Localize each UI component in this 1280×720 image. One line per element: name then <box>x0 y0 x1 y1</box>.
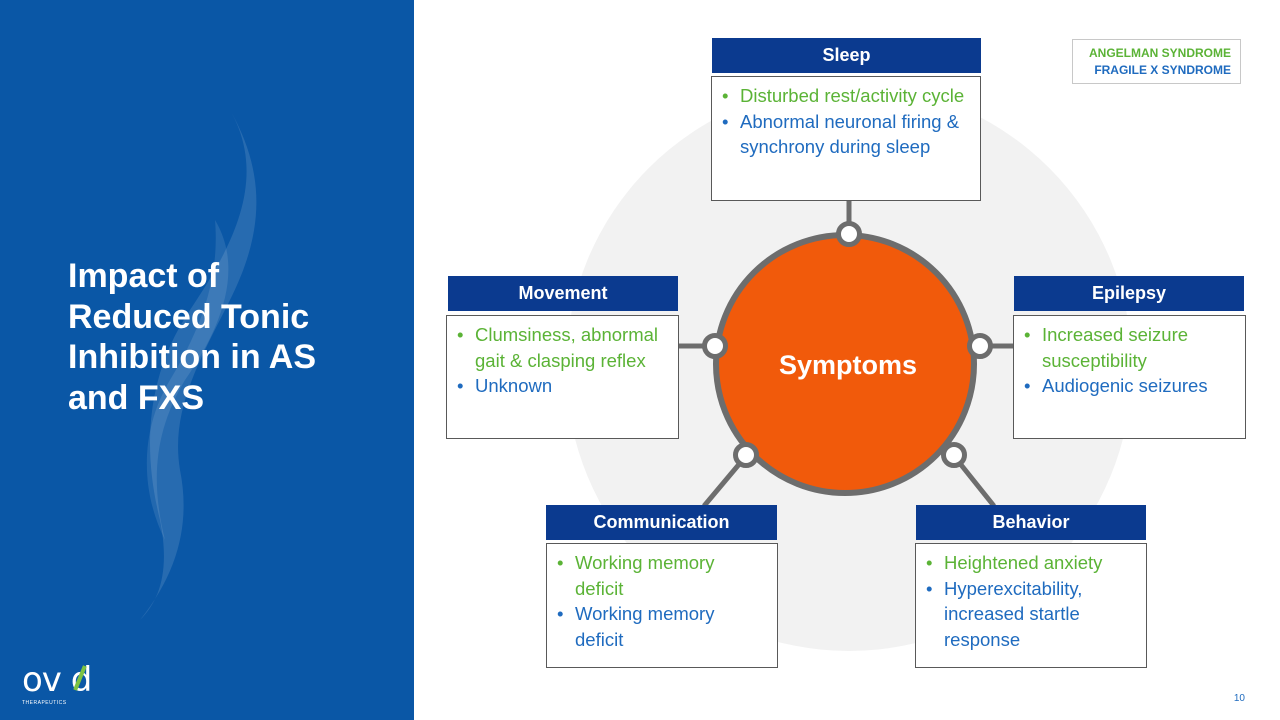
logo-subtitle: THERAPEUTICS <box>22 700 67 706</box>
ovid-logo-icon: ov d THERAPEUTICS <box>22 660 102 708</box>
behavior-header: Behavior <box>916 505 1146 540</box>
movement-header: Movement <box>448 276 678 311</box>
behavior-box: Heightened anxiety Hyperexcitability, in… <box>915 543 1147 668</box>
sleep-item-fragile-x: Abnormal neuronal firing & synchrony dur… <box>722 109 970 160</box>
epilepsy-header: Epilepsy <box>1014 276 1244 311</box>
node-behavior <box>941 442 967 468</box>
legend-fragile-x: FRAGILE X SYNDROME <box>1094 63 1231 77</box>
left-panel: Impact of Reduced Tonic Inhibition in AS… <box>0 0 414 720</box>
movement-box: Clumsiness, abnormal gait & clasping ref… <box>446 315 679 439</box>
communication-item-angelman: Working memory deficit <box>557 550 767 601</box>
node-communication <box>733 442 759 468</box>
communication-box: Working memory deficit Working memory de… <box>546 543 778 668</box>
behavior-item-fragile-x: Hyperexcitability, increased startle res… <box>926 576 1136 653</box>
communication-item-fragile-x: Working memory deficit <box>557 601 767 652</box>
epilepsy-item-fragile-x: Audiogenic seizures <box>1024 373 1235 399</box>
node-movement <box>702 333 728 359</box>
legend-angelman: ANGELMAN SYNDROME <box>1088 46 1231 60</box>
page-title: Impact of Reduced Tonic Inhibition in AS… <box>68 257 317 417</box>
epilepsy-item-angelman: Increased seizure susceptibility <box>1024 322 1235 373</box>
node-sleep <box>836 221 862 247</box>
sleep-header: Sleep <box>712 38 981 73</box>
page-number: 10 <box>1233 693 1245 704</box>
sleep-item-angelman: Disturbed rest/activity cycle <box>722 83 970 109</box>
legend: ANGELMAN SYNDROME FRAGILE X SYNDROME <box>1072 39 1241 84</box>
sleep-box: Disturbed rest/activity cycle Abnormal n… <box>711 76 981 201</box>
node-epilepsy <box>967 333 993 359</box>
symptoms-label: Symptoms <box>778 350 918 380</box>
communication-header: Communication <box>546 505 777 540</box>
flame-watermark-icon <box>140 110 257 620</box>
behavior-item-angelman: Heightened anxiety <box>926 550 1136 576</box>
epilepsy-box: Increased seizure susceptibility Audioge… <box>1013 315 1246 439</box>
movement-item-angelman: Clumsiness, abnormal gait & clasping ref… <box>457 322 668 373</box>
movement-item-fragile-x: Unknown <box>457 373 668 399</box>
